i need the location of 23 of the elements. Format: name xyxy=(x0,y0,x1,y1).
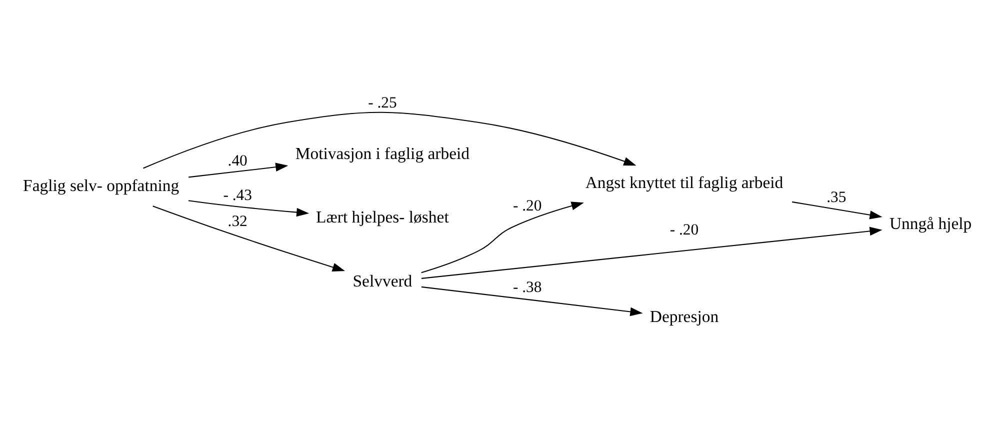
node-text: Selvverd xyxy=(352,271,412,290)
arrow xyxy=(142,112,636,169)
arrow xyxy=(188,200,309,217)
node-text: Unngå hjelp xyxy=(888,214,972,233)
arrow xyxy=(188,162,288,178)
edge-label: - .20 xyxy=(669,221,698,238)
node-text: Lært hjelpes- løshet xyxy=(316,208,448,227)
arrow xyxy=(420,226,882,279)
edge-label: .35 xyxy=(826,188,846,206)
edge-label: - .20 xyxy=(512,197,542,214)
node-text: Faglig selv- oppfatning xyxy=(22,176,179,196)
edge-label: - .43 xyxy=(222,186,252,204)
edge-label: - .38 xyxy=(512,278,542,296)
edge-label: - .25 xyxy=(368,94,396,112)
arrow xyxy=(791,201,882,220)
edge-label: .32 xyxy=(227,212,247,230)
arrow xyxy=(152,206,345,272)
node-text: Motivasjon i faglig arbeid xyxy=(294,144,470,163)
arrow xyxy=(420,202,584,274)
node-text: Depresjon xyxy=(649,306,718,326)
arrow xyxy=(420,286,642,316)
node-text: Angst knyttet til faglig arbeid xyxy=(584,173,783,192)
edge-label: .40 xyxy=(227,152,247,170)
